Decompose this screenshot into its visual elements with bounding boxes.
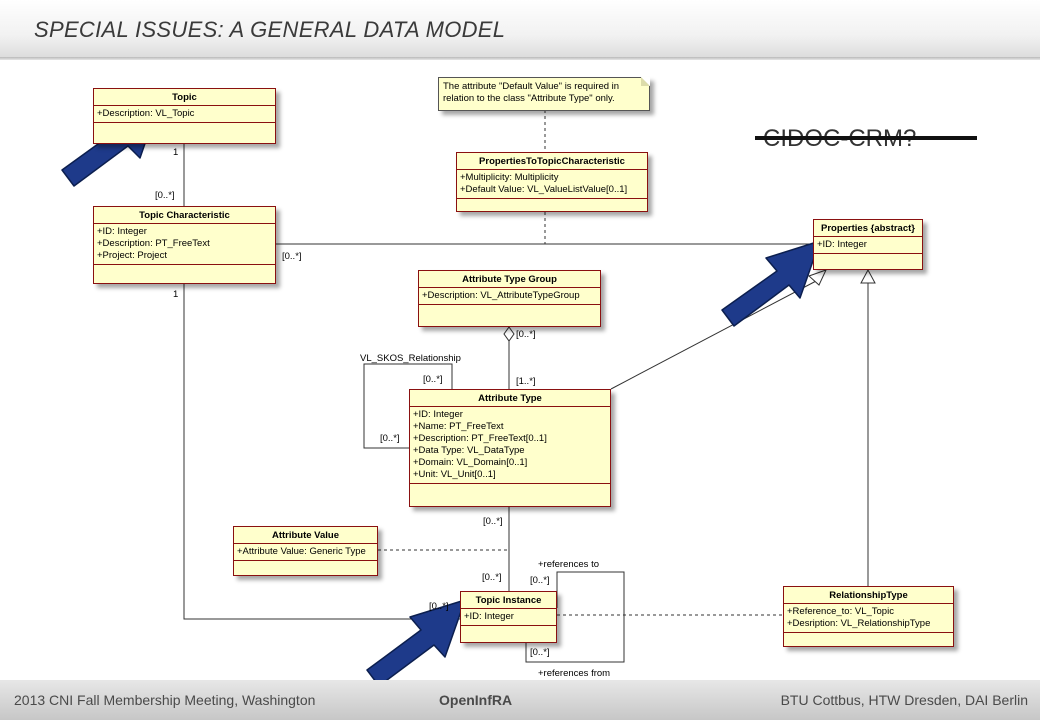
attribute: +Description: PT_FreeText — [97, 238, 210, 249]
class-attributes: +Description: VL_AttributeTypeGroup — [419, 288, 600, 305]
multiplicity-label: [0..*] — [482, 572, 502, 583]
gen-at-properties — [610, 279, 819, 390]
note-fold — [641, 77, 650, 86]
class-name: Properties {abstract} — [814, 220, 922, 237]
attribute: +Domain: VL_Domain[0..1] — [413, 457, 528, 468]
class-operations — [814, 254, 922, 263]
class-operations — [784, 633, 953, 642]
multiplicity-label: [0..*] — [516, 329, 536, 340]
attribute: +Project: Project — [97, 250, 167, 261]
class-name: Topic — [94, 89, 275, 106]
class-relationship-type: RelationshipType +Reference_to: VL_Topic… — [783, 586, 954, 647]
strikethrough-line — [755, 136, 977, 140]
attribute: +Description: VL_Topic — [97, 108, 195, 119]
attribute: +ID: Integer — [464, 611, 514, 622]
note-line: The attribute "Default Value" is require… — [443, 81, 620, 92]
class-name: Attribute Type Group — [419, 271, 600, 288]
attribute: +ID: Integer — [413, 409, 463, 420]
pointer-arrow-topic-instance — [366, 599, 466, 680]
attribute: +Multiplicity: Multiplicity — [460, 172, 559, 183]
class-name: Topic Characteristic — [94, 207, 275, 224]
class-topic-characteristic: Topic Characteristic +ID: Integer +Descr… — [93, 206, 276, 284]
multiplicity-label: [0..*] — [282, 251, 302, 262]
class-topic: Topic +Description: VL_Topic — [93, 88, 276, 144]
attribute: +Unit: VL_Unit[0..1] — [413, 469, 496, 480]
class-operations — [94, 265, 275, 274]
uml-note: The attribute "Default Value" is require… — [438, 77, 650, 111]
attribute: +Default Value: VL_ValueListValue[0..1] — [460, 184, 628, 195]
multiplicity-label: [0..*] — [530, 575, 550, 586]
class-attribute-type-group: Attribute Type Group +Description: VL_At… — [418, 270, 601, 327]
class-name: Attribute Type — [410, 390, 610, 407]
skos-self-assoc — [363, 363, 453, 449]
class-name: Topic Instance — [461, 592, 556, 609]
class-attributes: +Description: VL_Topic — [94, 106, 275, 123]
class-name: PropertiesToTopicCharacteristic — [457, 153, 647, 170]
class-operations — [234, 561, 377, 570]
multiplicity-label: [0..*] — [483, 516, 503, 527]
multiplicity-label: [0..*] — [429, 601, 449, 612]
multiplicity-label: [0..*] — [380, 433, 400, 444]
class-operations — [457, 199, 647, 208]
class-topic-instance: Topic Instance +ID: Integer — [460, 591, 557, 643]
class-operations — [461, 626, 556, 635]
attribute: +Reference_to: VL_Topic — [787, 606, 894, 617]
association-label: +references from — [538, 668, 611, 679]
association-label: VL_SKOS_Relationship — [360, 353, 461, 364]
multiplicity-label: [0..*] — [155, 190, 175, 201]
class-properties-to-topic-characteristic: PropertiesToTopicCharacteristic +Multipl… — [456, 152, 648, 212]
class-attributes: +ID: Integer — [461, 609, 556, 626]
class-attribute-type: Attribute Type +ID: Integer +Name: PT_Fr… — [409, 389, 611, 507]
class-attributes: +Reference_to: VL_Topic +Desription: VL_… — [784, 604, 953, 633]
footer-right: BTU Cottbus, HTW Dresden, DAI Berlin — [780, 692, 1028, 708]
class-attribute-value: Attribute Value +Attribute Value: Generi… — [233, 526, 378, 576]
class-operations — [410, 484, 610, 493]
attribute: +ID: Integer — [817, 239, 867, 250]
attribute: +Description: VL_AttributeTypeGroup — [422, 290, 580, 301]
gen-triangle-at — [808, 269, 827, 286]
class-attributes: +ID: Integer +Name: PT_FreeText +Descrip… — [410, 407, 610, 484]
attribute: +Attribute Value: Generic Type — [237, 546, 366, 557]
class-properties: Properties {abstract} +ID: Integer — [813, 219, 923, 270]
note-line: relation to the class "Attribute Type" o… — [443, 93, 615, 104]
aggregation-diamond — [503, 326, 515, 342]
attribute: +Name: PT_FreeText — [413, 421, 504, 432]
multiplicity-label: 1 — [173, 289, 179, 300]
assoc-tc-ti — [183, 284, 460, 620]
ti-self-ref — [525, 571, 625, 663]
slide-footer — [0, 680, 1040, 720]
attribute: +Data Type: VL_DataType — [413, 445, 525, 456]
class-name: Attribute Value — [234, 527, 377, 544]
class-name: RelationshipType — [784, 587, 953, 604]
header-divider — [0, 57, 1040, 60]
attribute: +Description: PT_FreeText[0..1] — [413, 433, 547, 444]
multiplicity-label: 1 — [173, 147, 179, 158]
association-label: +references to — [538, 559, 599, 570]
gen-triangle-rel — [860, 268, 876, 284]
class-operations — [419, 305, 600, 314]
attribute: +ID: Integer — [97, 226, 147, 237]
class-attributes: +ID: Integer — [814, 237, 922, 254]
class-attributes: +Multiplicity: Multiplicity +Default Val… — [457, 170, 647, 199]
multiplicity-label: [0..*] — [530, 647, 550, 658]
pointer-arrow-properties — [721, 240, 821, 327]
footer-left: 2013 CNI Fall Membership Meeting, Washin… — [14, 692, 316, 708]
footer-center: OpenInfRA — [439, 692, 513, 708]
class-attributes: +ID: Integer +Description: PT_FreeText +… — [94, 224, 275, 265]
multiplicity-label: [1..*] — [516, 376, 536, 387]
class-operations — [94, 123, 275, 132]
class-attributes: +Attribute Value: Generic Type — [234, 544, 377, 561]
multiplicity-label: [0..*] — [423, 374, 443, 385]
slide-title: SPECIAL ISSUES: A GENERAL DATA MODEL — [34, 17, 506, 42]
attribute: +Desription: VL_RelationshipType — [787, 618, 931, 629]
slide-header — [0, 0, 1040, 60]
